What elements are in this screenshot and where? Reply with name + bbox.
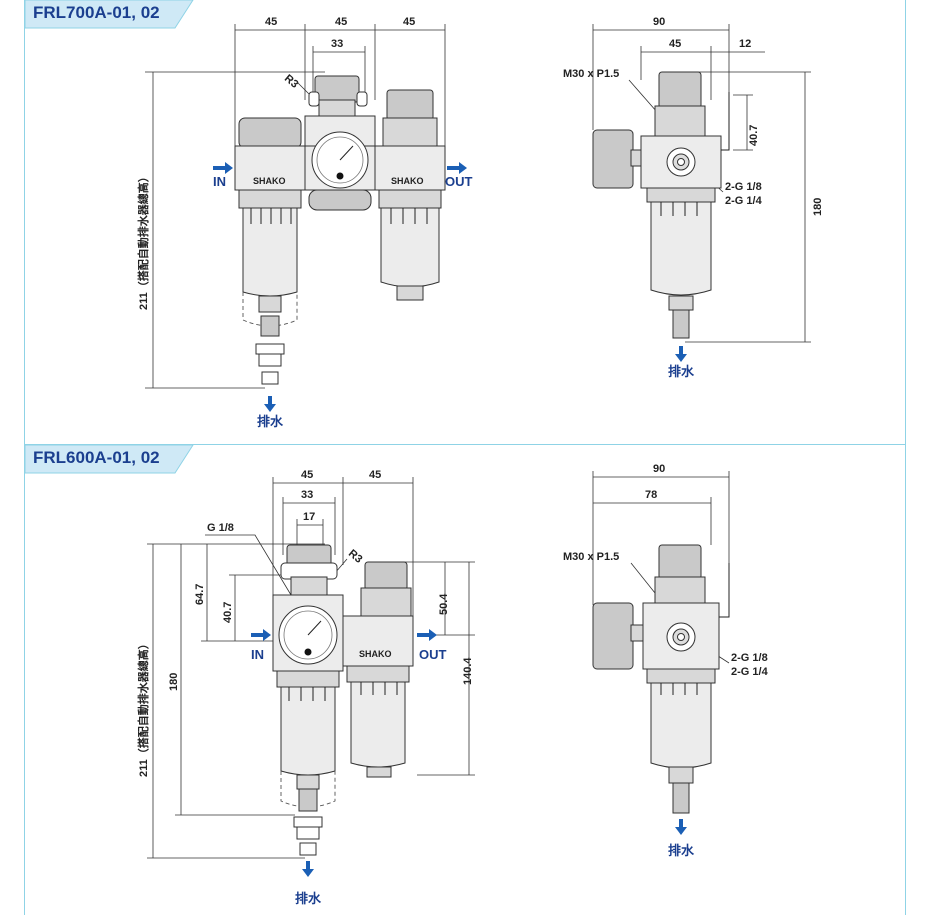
side-dim-40-7: 40.7	[748, 125, 760, 146]
dim-overall-height: 211（搭配自動排水器總高）	[136, 71, 325, 389]
front-view-frl700a: 45 45 45 33 R3 211（搭配自動排水器總高）	[136, 16, 473, 429]
in-label: IN	[213, 174, 226, 189]
side-body	[592, 544, 730, 814]
drain-label: 排水	[257, 414, 284, 429]
out-label: OUT	[445, 174, 473, 189]
dim-top-widths: 45 45 33 17 G 1/8 R3	[205, 469, 414, 625]
front-view-frl600a: 45 45 33 17 G 1/8 R3 211（搭配自動排水器總高）	[136, 469, 475, 906]
side-drain: 排水	[668, 819, 695, 858]
side-dims: 90 45 12 40.7 180 M30 x P1.5 2-G 1/8 2-G…	[563, 16, 824, 343]
dim-140-4: 140.4	[462, 657, 474, 685]
panel-frl700a: FRL700A-01, 02 45 45 45 33 R3	[24, 0, 906, 445]
side-dims: 90 78 M30 x P1.5 2-G 1/8 2-G 1/4	[563, 463, 769, 678]
filter-regulator-unit	[272, 544, 344, 856]
model-title: FRL600A-01, 02	[33, 448, 160, 467]
panel-frl600a: FRL600A-01, 02 45 45 33 17 G 1/8 R3	[24, 444, 906, 915]
flow-labels: IN OUT 排水	[213, 162, 473, 429]
brand-right: SHAKO	[391, 176, 424, 186]
dim-180: 180	[168, 673, 180, 691]
dim-50-4: 50.4	[438, 593, 450, 615]
side-dim-12: 12	[739, 38, 751, 50]
port-label-2: 2-G 1/4	[725, 195, 763, 207]
dim-45-a: 45	[265, 16, 277, 28]
side-drain: 排水	[668, 346, 695, 379]
dim-40-7: 40.7	[222, 602, 234, 623]
side-body	[592, 71, 730, 339]
regulator-unit	[304, 75, 376, 211]
dim-45-c: 45	[403, 16, 415, 28]
dim-45-b: 45	[369, 469, 381, 481]
lubricator-unit: SHAKO	[374, 89, 446, 301]
side-dim-90: 90	[653, 16, 665, 28]
dim-45-b: 45	[335, 16, 347, 28]
flow-labels: IN OUT 排水	[251, 629, 447, 906]
out-label: OUT	[419, 647, 447, 662]
side-view-frl700a: 90 45 12 40.7 180 M30 x P1.5 2-G 1/8 2-G…	[563, 16, 824, 379]
dim-45-a: 45	[301, 469, 313, 481]
lubricator-unit: SHAKO	[342, 561, 414, 778]
side-drain-label: 排水	[668, 364, 695, 379]
filter-unit: SHAKO	[234, 117, 306, 385]
title-tab	[24, 444, 194, 474]
thread-label: M30 x P1.5	[563, 551, 619, 563]
dim-64-7: 64.7	[194, 584, 206, 605]
drain-label: 排水	[295, 891, 322, 906]
port-label-2: 2-G 1/4	[731, 666, 769, 678]
gauge-thread-label: G 1/8	[207, 522, 234, 534]
dim-17: 17	[303, 511, 315, 523]
brand-label: SHAKO	[359, 649, 392, 659]
port-label-1: 2-G 1/8	[725, 181, 762, 193]
side-dim-78: 78	[645, 489, 657, 501]
side-view-frl600a: 90 78 M30 x P1.5 2-G 1/8 2-G 1/4	[563, 463, 769, 858]
dim-33: 33	[301, 489, 313, 501]
title-tab	[24, 0, 194, 29]
height-label: 211（搭配自動排水器總高）	[136, 171, 150, 310]
dim-left-heights: 211（搭配自動排水器總高） 180 64.7 40.7	[136, 543, 325, 859]
brand-left: SHAKO	[253, 176, 286, 186]
side-dim-90: 90	[653, 463, 665, 475]
dim-right-heights: 50.4 140.4	[395, 561, 475, 776]
in-label: IN	[251, 647, 264, 662]
side-dim-45: 45	[669, 38, 681, 50]
thread-label: M30 x P1.5	[563, 68, 619, 80]
dim-33: 33	[331, 38, 343, 50]
side-drain-label: 排水	[668, 843, 695, 858]
side-dim-180: 180	[812, 198, 824, 216]
model-title: FRL700A-01, 02	[33, 3, 160, 22]
port-label-1: 2-G 1/8	[731, 652, 768, 664]
height-label: 211（搭配自動排水器總高）	[136, 638, 150, 777]
dim-top-widths: 45 45 45 33 R3	[234, 16, 446, 150]
